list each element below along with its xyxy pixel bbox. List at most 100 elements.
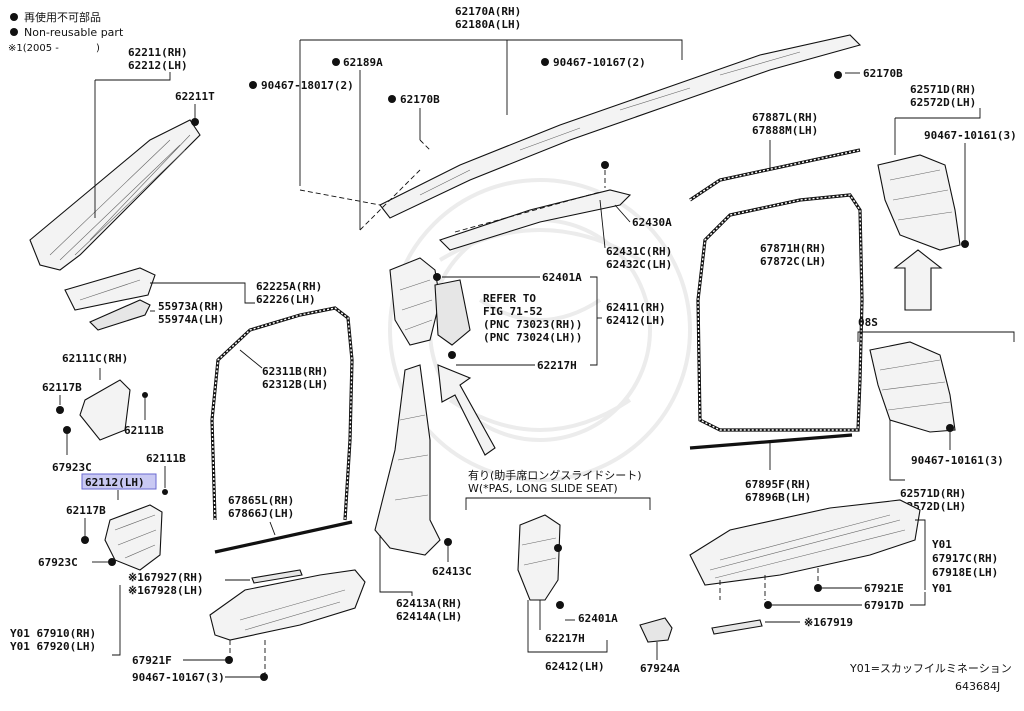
label-167927: ※167927(RH) [128,571,203,584]
label-67895F: 67895F(RH) [745,478,811,491]
clip-icon [444,538,452,546]
clip-icon [260,673,268,681]
label-62189A: 62189A [343,56,383,69]
clip-icon [63,426,71,434]
label-67896B: 67896B(LH) [745,491,811,504]
label-62170B-right: 62170B [863,67,903,80]
part-62211-pillar-garnish [29,119,201,271]
label-62112: 62112(LH) [85,476,145,489]
label-62111B-top: 62111B [124,424,164,437]
non-reusable-dot-icon [10,13,18,21]
label-90467-10161-bot: 90467-10161(3) [911,454,1004,467]
long-slide-title-jp: 有り(助手席ロングスライドシート) [468,468,642,482]
label-67921E: 67921E [864,582,904,595]
label-62225A: 62225A(RH) [256,280,322,293]
non-reusable-dot-icon [541,58,549,66]
part-67910-scuff-plate [209,569,366,641]
label-62430A: 62430A [632,216,672,229]
label-62170B-left: 62170B [400,93,440,106]
label-62412: 62412(LH) [606,314,666,327]
part-62412-long-slide-pillar [517,514,561,601]
legend: 再使用不可部品 Non-reusable part ※1(2005 - ) [8,10,124,54]
up-arrow-icon [893,249,943,311]
footer-note: Y01=スカッフイルミネーション [849,662,1012,675]
label-62217H-top: 62217H [537,359,577,372]
legend-note-close: ) [96,43,100,54]
label-62312B: 62312B(LH) [262,378,328,391]
part-62430A-roof-side-garnish [438,189,632,251]
long-slide-title-en: W(*PAS, LONG SLIDE SEAT) [468,482,618,495]
part-62225A-trim [64,267,156,311]
non-reusable-dot-icon [332,58,340,66]
part-62170A-roof-airbag [379,34,862,219]
part-167919-strip [711,619,763,635]
label-62180A: 62180A(LH) [455,18,521,31]
refer-line3: (PNC 73023(RH)) [483,318,582,331]
label-62170A: 62170A(RH) [455,5,521,18]
clip-icon [554,544,562,552]
label-62431C: 62431C(RH) [606,245,672,258]
part-62571D-quarter-trim [877,154,961,251]
label-67921F: 67921F [132,654,172,667]
label-62411: 62411(RH) [606,301,666,314]
label-62211T: 62211T [175,90,215,103]
label-62432C: 62432C(LH) [606,258,672,271]
label-67918E: 67918E(LH) [932,566,998,579]
refer-line1: REFER TO [483,292,536,305]
label-167919: ※167919 [804,616,853,629]
clip-icon [834,71,842,79]
clip-icon [433,273,441,281]
label-62413C: 62413C [432,565,472,578]
label-67924A: 67924A [640,662,680,675]
legend-note: ※1(2005 - [8,43,59,54]
label-62572D: 62572D(LH) [910,96,976,109]
label-y01-b: Y01 [932,582,952,595]
label-90467-18017: 90467-18017(2) [261,79,354,92]
label-62571D-bot: 62571D(RH) [900,487,966,500]
label-62311B: 62311B(RH) [262,365,328,378]
clip-icon [814,584,822,592]
clip-icon [56,406,64,414]
08s-bracket [857,331,1015,342]
long-slide-bracket [465,497,651,510]
non-reusable-dot-icon [388,95,396,103]
clip-icon [191,118,199,126]
label-08S: 08S [858,316,878,329]
part-167927-strip [251,569,303,584]
non-reusable-dot-icon [249,81,257,89]
part-67887L-glass-run [689,148,861,202]
label-67871H: 67871H(RH) [760,242,826,255]
label-62412-bot: 62412(LH) [545,660,605,673]
label-55973A: 55973A(RH) [158,300,224,313]
direction-arrow-icon [437,364,496,456]
label-62413A: 62413A(RH) [396,597,462,610]
clip-icon [961,240,969,248]
label-67866J: 67866J(LH) [228,507,294,520]
label-y01-67920: Y01 67920(LH) [10,640,96,653]
part-62411-center-pillar-upper [389,257,471,346]
clip-icon [225,656,233,664]
clip-icon [556,601,564,609]
part-67865L-strip [214,520,353,554]
part-62413A-center-pillar-lower [374,364,441,556]
label-67923C-bot: 67923C [38,556,78,569]
highlight-62112 [81,473,157,490]
clip-icon [142,392,148,398]
refer-line2: FIG 71-52 [483,305,543,318]
clip-icon [764,601,772,609]
clip-icon [162,489,168,495]
part-62311B-weatherstrip [210,306,354,521]
label-67872C: 67872C(LH) [760,255,826,268]
part-67917C-rear-scuff [689,499,921,586]
clip-icon [946,424,954,432]
label-62401A-top: 62401A [542,271,582,284]
clip-icon [81,536,89,544]
label-62217H-bot: 62217H [545,632,585,645]
part-55973A-bracket [89,299,151,331]
label-62111B-bot: 62111B [146,452,186,465]
part-62111C-cowl-trim [79,379,131,441]
label-90467-10167-3: 90467-10167(3) [132,671,225,684]
part-62571D-quarter-trim-08s [869,341,956,433]
legend-non-reusable-jp: 再使用不可部品 [24,10,101,24]
clip-icon [601,161,609,169]
